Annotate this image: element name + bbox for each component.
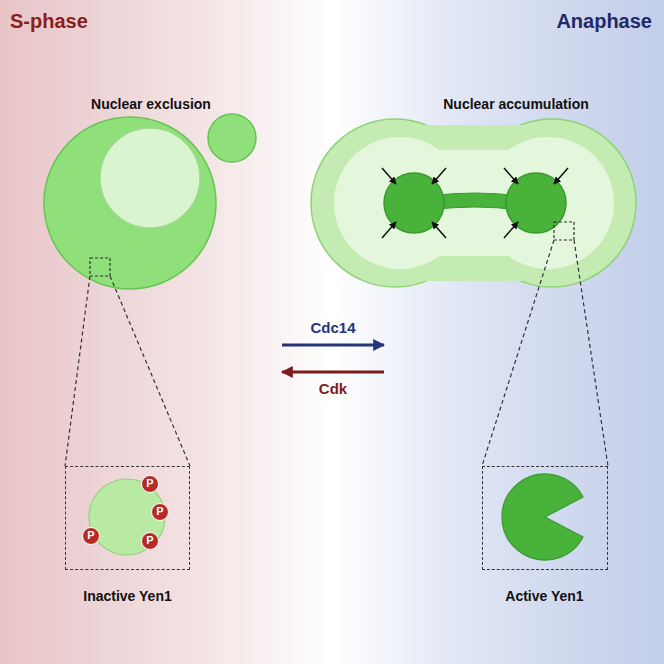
phosphate-mark: P [82, 527, 100, 545]
cell-region: Nuclear accumulation [384, 96, 648, 392]
cell-region: Nuclear exclusion [20, 96, 282, 392]
phosphate-mark: P [141, 532, 159, 550]
dividing-cell [311, 119, 636, 466]
inset-box: Active Yen1 [467, 466, 622, 608]
phosphate-mark: P [141, 475, 159, 493]
phase-title: Anaphase [556, 10, 652, 33]
budding-cell [44, 114, 256, 466]
phase-title: S-phase [10, 10, 88, 33]
transition-arrow [282, 371, 384, 374]
inset-frame [482, 466, 608, 570]
protein-label: Active Yen1 [467, 588, 622, 604]
cell-heading: Nuclear accumulation [384, 96, 648, 112]
kinase-label: Cdk [319, 380, 347, 397]
phosphate-mark: P [151, 503, 169, 521]
inset-frame [65, 466, 190, 570]
inset-box: Inactive Yen1 [50, 466, 205, 608]
active-yen1 [502, 474, 583, 560]
cell-heading: Nuclear exclusion [20, 96, 282, 112]
kinase-label: Cdc14 [310, 319, 355, 336]
protein-label: Inactive Yen1 [50, 588, 205, 604]
transition-arrow [282, 344, 384, 347]
